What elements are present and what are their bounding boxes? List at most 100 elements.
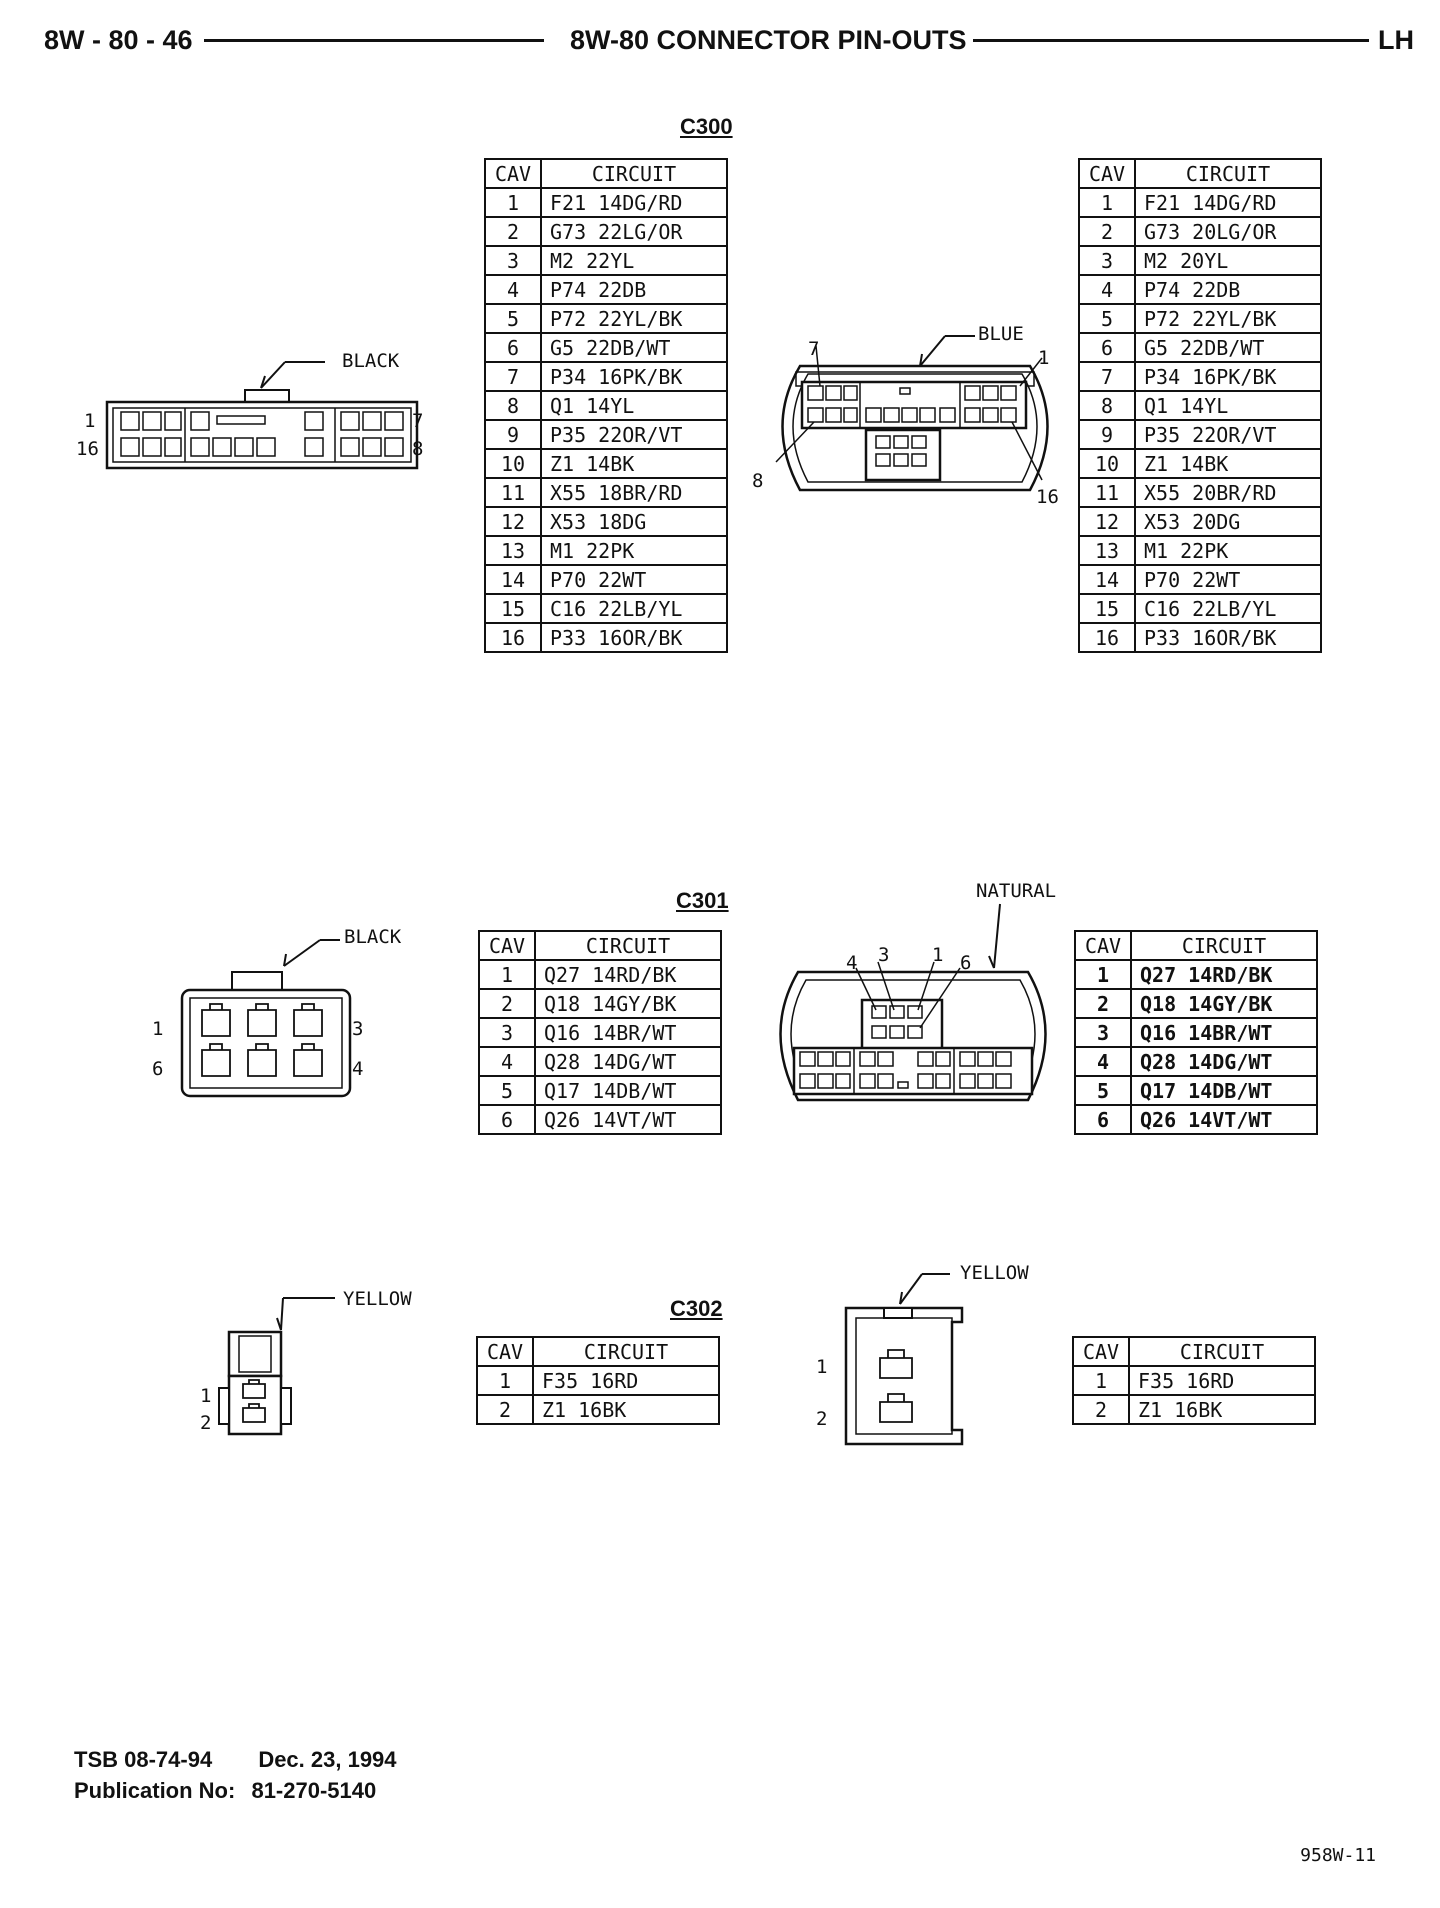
circuit-cell: Q28 14DG/WT [1130, 1046, 1318, 1077]
cav-cell: 2 [478, 988, 536, 1019]
cav-cell: 14 [484, 564, 542, 595]
cav-cell: 3 [1074, 1017, 1132, 1048]
circuit-cell: Q1 14YL [1134, 390, 1322, 421]
circuit-cell: C16 22LB/YL [1134, 593, 1322, 624]
circuit-header: CIRCUIT [534, 930, 722, 961]
c302-right-pin-2: 2 [816, 1408, 828, 1430]
c300-left-pin-bl: 16 [76, 438, 99, 460]
table-header-row: CAV CIRCUIT [1078, 158, 1322, 189]
header-rule-right [949, 39, 1369, 42]
circuit-cell: G73 22LG/OR [540, 216, 728, 247]
c300-left-color-label: BLACK [342, 350, 400, 372]
circuit-cell: P33 16OR/BK [540, 622, 728, 653]
cav-cell: 4 [484, 274, 542, 305]
cav-cell: 3 [484, 245, 542, 276]
table-header-row: CAV CIRCUIT [476, 1336, 720, 1367]
circuit-header: CIRCUIT [1134, 158, 1322, 189]
circuit-cell: Q26 14VT/WT [534, 1104, 722, 1135]
c301-right-pin-3: 3 [878, 944, 890, 966]
table-header-row: CAV CIRCUIT [484, 158, 728, 189]
header-page-number: 8W - 80 - 46 [38, 20, 199, 60]
cav-header: CAV [1074, 930, 1132, 961]
circuit-cell: Z1 16BK [532, 1394, 720, 1425]
cav-cell: 8 [1078, 390, 1136, 421]
c301-right-color-label: NATURAL [976, 880, 1057, 902]
circuit-cell: F35 16RD [532, 1365, 720, 1396]
cav-cell: 5 [484, 303, 542, 334]
c302-left-pin-1: 1 [200, 1385, 212, 1407]
circuit-cell: F21 14DG/RD [1134, 187, 1322, 218]
page-code: 958W-11 [1300, 1845, 1376, 1866]
cav-cell: 3 [1078, 245, 1136, 276]
circuit-cell: X55 18BR/RD [540, 477, 728, 508]
circuit-cell: Q17 14DB/WT [1130, 1075, 1318, 1106]
c302-left-color-label: YELLOW [343, 1288, 412, 1310]
cav-cell: 5 [1078, 303, 1136, 334]
connector-c301-black-diagram [180, 939, 352, 1098]
c301-right-pin-6: 6 [960, 952, 972, 974]
circuit-cell: Z1 16BK [1128, 1394, 1316, 1425]
cav-header: CAV [1072, 1336, 1130, 1367]
circuit-cell: Q1 14YL [540, 390, 728, 421]
header-side: LH [1372, 20, 1420, 60]
cav-cell: 2 [1072, 1394, 1130, 1425]
table-header-row: CAV CIRCUIT [1074, 930, 1318, 961]
connector-c300-black-diagram [105, 361, 419, 470]
cav-cell: 4 [1078, 274, 1136, 305]
footer-tsb: TSB 08-74-94 Dec. 23, 1994 [74, 1747, 397, 1773]
circuit-cell: Q18 14GY/BK [1130, 988, 1318, 1019]
cav-cell: 7 [484, 361, 542, 392]
circuit-cell: Q28 14DG/WT [534, 1046, 722, 1077]
table-header-row: CAV CIRCUIT [478, 930, 722, 961]
cav-cell: 6 [1074, 1104, 1132, 1135]
c302-right-color-label: YELLOW [960, 1262, 1029, 1284]
circuit-cell: P74 22DB [540, 274, 728, 305]
cav-cell: 11 [484, 477, 542, 508]
publication-label: Publication No: [74, 1778, 236, 1803]
cav-cell: 13 [484, 535, 542, 566]
cav-cell: 3 [478, 1017, 536, 1048]
circuit-cell: P34 16PK/BK [540, 361, 728, 392]
cav-cell: 10 [1078, 448, 1136, 479]
table-header-row: CAV CIRCUIT [1072, 1336, 1316, 1367]
c300-left-pin-br: 8 [412, 438, 424, 460]
circuit-cell: P34 16PK/BK [1134, 361, 1322, 392]
c302-right-pin-1: 1 [816, 1356, 828, 1378]
connector-c302-yellow-left-diagram [218, 1297, 335, 1436]
cav-cell: 1 [1072, 1365, 1130, 1396]
cav-cell: 9 [1078, 419, 1136, 450]
circuit-cell: Q26 14VT/WT [1130, 1104, 1318, 1135]
circuit-cell: Q16 14BR/WT [534, 1017, 722, 1048]
circuit-cell: X53 20DG [1134, 506, 1322, 537]
c301-left-pin-tl: 1 [152, 1018, 164, 1040]
cav-header: CAV [1078, 158, 1136, 189]
cav-cell: 15 [1078, 593, 1136, 624]
circuit-cell: Q16 14BR/WT [1130, 1017, 1318, 1048]
circuit-cell: Q18 14GY/BK [534, 988, 722, 1019]
cav-cell: 5 [1074, 1075, 1132, 1106]
cav-cell: 2 [484, 216, 542, 247]
circuit-cell: F35 16RD [1128, 1365, 1316, 1396]
